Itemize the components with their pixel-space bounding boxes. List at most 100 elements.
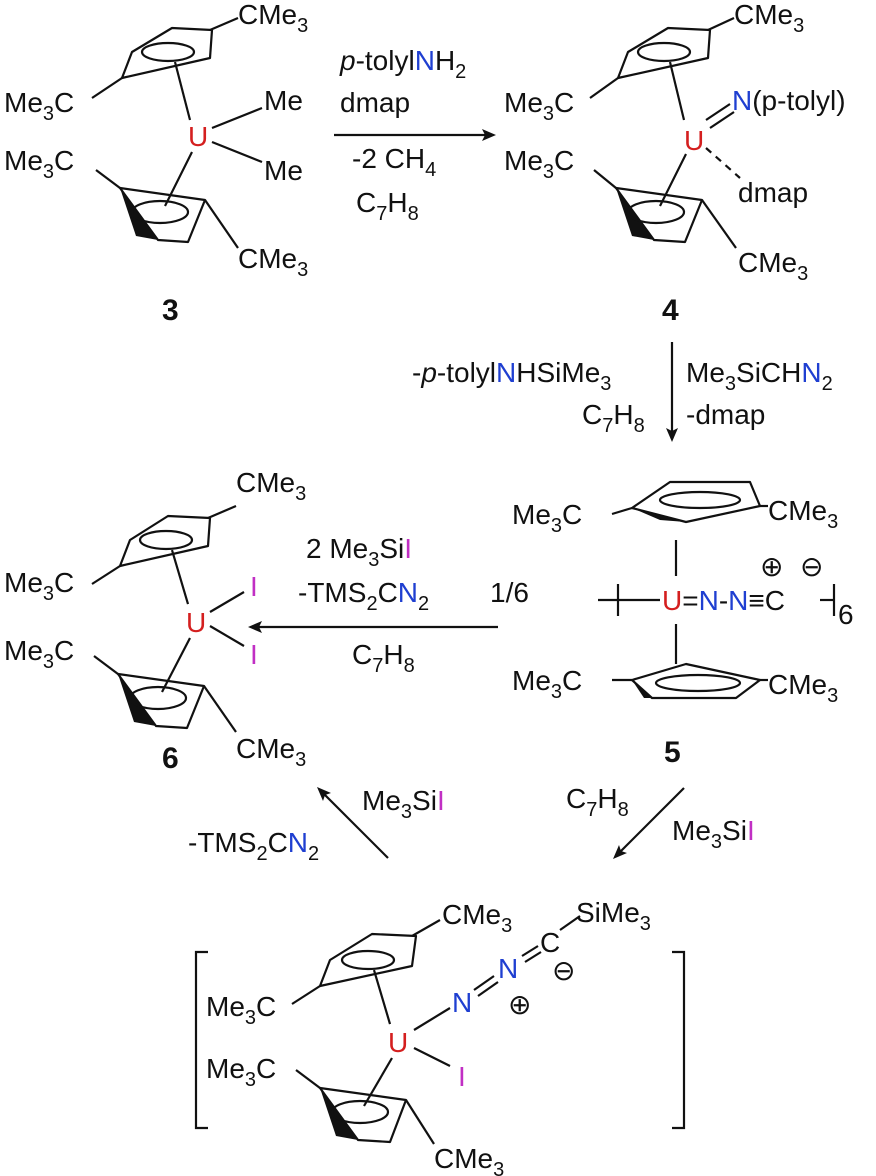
group-sime3: SiMe — [576, 897, 640, 928]
svg-text:CMe3: CMe3 — [738, 247, 808, 285]
reagent-ptolyl: p — [339, 45, 356, 76]
byproduct-tms2cn2: C — [268, 827, 288, 858]
reagent-me3sii: Si — [412, 785, 437, 816]
solvent-toluene: C — [356, 187, 376, 218]
subscript: 8 — [618, 799, 629, 821]
compound-label-3: 3 — [162, 294, 179, 327]
subscript: 3 — [43, 583, 54, 605]
bond-sub — [93, 655, 119, 675]
bond-sub — [611, 506, 633, 516]
reagent-tmsdiazomethane: SiCH — [736, 357, 801, 388]
bond-cp-u — [173, 61, 192, 121]
bond-c-si — [559, 915, 581, 931]
bond-u-n — [413, 1007, 451, 1031]
byproduct-dmap: -dmap — [686, 399, 765, 430]
svg-text:Me3C: Me3C — [4, 145, 74, 183]
solvent-toluene: H — [597, 783, 617, 814]
bond-cp-u — [372, 969, 392, 1025]
charge-minus: ⊖ — [552, 955, 575, 986]
subscript: 3 — [501, 915, 512, 937]
byproduct-tms2cn2: C — [378, 577, 398, 608]
cp-ring-inner — [626, 199, 686, 225]
cp-ring-inner — [340, 949, 396, 971]
reagent-me3sii: Me — [362, 785, 401, 816]
atom-n: N — [415, 45, 435, 76]
bond-cp-u — [164, 151, 193, 207]
cp-ring-top — [120, 26, 214, 80]
cp-wedge — [120, 188, 158, 240]
bond-u-n — [709, 111, 735, 129]
bond-triple: ≡ — [748, 585, 764, 616]
svg-text:CMe3: CMe3 — [734, 0, 804, 37]
svg-text:CMe3: CMe3 — [238, 0, 308, 37]
group-me3c: Me — [512, 499, 551, 530]
svg-text:Me3C: Me3C — [512, 665, 582, 703]
compound-3: CMe3 Me3C Me3C CMe3 U Me Me 3 — [4, 0, 308, 327]
subscript: 8 — [404, 655, 415, 677]
atom-n: N — [728, 585, 748, 616]
svg-text:N(p-tolyl): N(p-tolyl) — [732, 85, 846, 116]
group-me: Me — [264, 155, 303, 186]
group-cme3: CMe — [734, 0, 793, 30]
bond-u-n — [705, 103, 731, 121]
subscript: 3 — [295, 483, 306, 505]
cp-ring-top — [118, 514, 212, 568]
bond-cp-u — [363, 1057, 393, 1107]
subscript: 2 — [822, 373, 833, 395]
bond-n-c — [521, 945, 539, 957]
cp-ring-bottom — [318, 1086, 408, 1144]
step-1: p-tolylNH2 dmap -2 CH4 C7H8 — [334, 45, 496, 225]
bond-sub — [707, 17, 735, 31]
atom-n: N — [288, 827, 308, 858]
reagent-me3sii: 2 Me — [306, 533, 368, 564]
svg-text:Me3C: Me3C — [512, 499, 582, 537]
reaction-arrow — [619, 787, 685, 853]
svg-text:CMe3: CMe3 — [768, 669, 838, 707]
svg-text:-TMS2CN2: -TMS2CN2 — [298, 577, 429, 615]
bond-sub — [295, 1069, 321, 1089]
bond-sub — [91, 565, 121, 585]
bond-u-me — [211, 106, 263, 130]
bond-sub — [91, 77, 123, 99]
svg-text:Me3C: Me3C — [4, 567, 74, 605]
group-cme3: CMe — [236, 733, 295, 764]
bond-u-i — [413, 1047, 451, 1067]
svg-text:Me3C: Me3C — [206, 1053, 276, 1091]
group-me3c: C — [562, 499, 582, 530]
bond-sub — [405, 1099, 435, 1145]
svg-text:-p-tolylNHSiMe3: -p-tolylNHSiMe3 — [412, 357, 611, 395]
subscript: 3 — [43, 103, 54, 125]
subscript: 2 — [455, 61, 466, 83]
subscript: 3 — [43, 651, 54, 673]
group-me3c: Me — [4, 567, 43, 598]
bond-u-me — [211, 140, 263, 164]
compound-6: CMe3 Me3C Me3C CMe3 U I I 6 — [4, 467, 306, 775]
svg-text:CMe3: CMe3 — [236, 467, 306, 505]
atom-i: I — [250, 571, 258, 602]
reagent-me3sii: Me — [672, 815, 711, 846]
charge-minus: ⊖ — [800, 551, 823, 582]
group-me3c: Me — [206, 1053, 245, 1084]
byproduct-amine: p — [420, 357, 437, 388]
bond-single: - — [719, 585, 728, 616]
atom-c: C — [540, 927, 560, 958]
subscript: 3 — [827, 511, 838, 533]
svg-text:p-tolylNH2: p-tolylNH2 — [339, 45, 466, 83]
byproduct-tms2cn2: -TMS — [298, 577, 366, 608]
subscript: 3 — [493, 1159, 504, 1176]
step-2: -p-tolylNHSiMe3 C7H8 Me3SiCHN2 -dmap — [412, 342, 833, 442]
bond-sub — [589, 77, 619, 99]
polymer-subscript: 6 — [838, 599, 854, 630]
subscript: 3 — [551, 681, 562, 703]
byproduct-amine: HSiMe — [516, 357, 600, 388]
subscript: 3 — [543, 161, 554, 183]
cp-wedge — [632, 508, 686, 522]
compound-label-4: 4 — [662, 294, 679, 327]
intermediate: CMe3 SiMe3 Me3C Me3C CMe3 U N N C ⊕ ⊖ I — [194, 897, 686, 1176]
subscript: 7 — [372, 655, 383, 677]
subscript: 2 — [418, 593, 429, 615]
charge-plus: ⊕ — [508, 989, 531, 1020]
subscript: 3 — [793, 15, 804, 37]
cp-ring-inner — [128, 685, 188, 711]
